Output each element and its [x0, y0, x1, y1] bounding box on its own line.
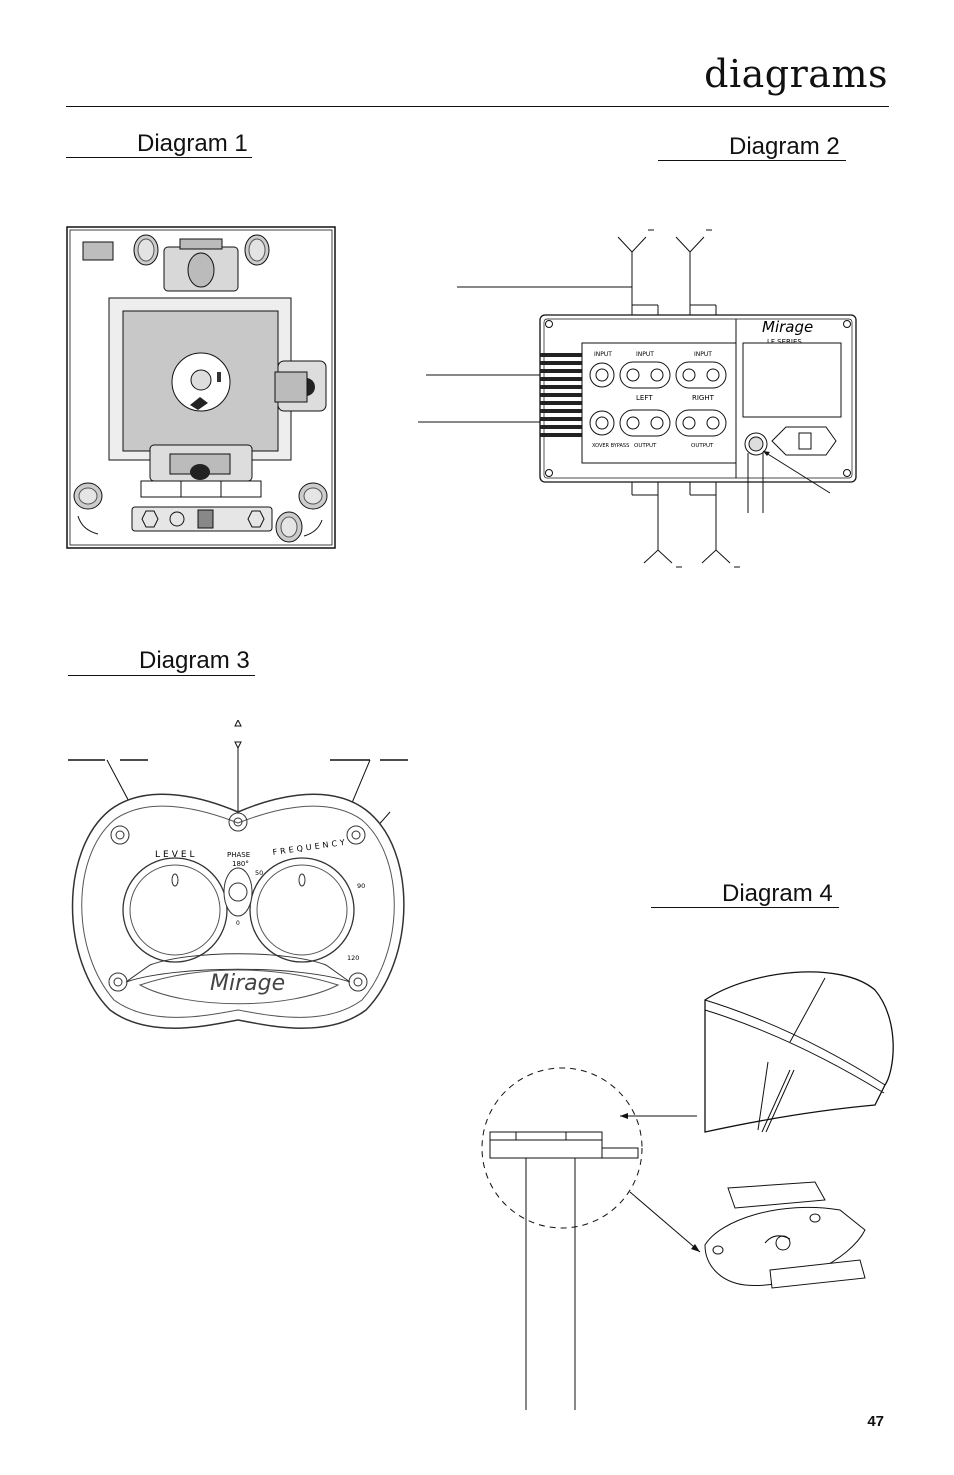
phase-180-label: 180°	[232, 860, 249, 868]
diagram-2-underline	[658, 160, 846, 161]
right-label: RIGHT	[692, 394, 715, 402]
phase-label: PHASE	[227, 851, 250, 859]
input-label: INPUT	[594, 351, 612, 358]
freq-90-label: 90	[357, 882, 365, 890]
diagram-2-label: Diagram 2	[729, 133, 840, 160]
diagram-1-room-layout	[66, 226, 336, 549]
page-number: 47	[867, 1413, 884, 1430]
brand-logo-text: Mirage	[210, 971, 285, 996]
diagram-4-underline	[651, 907, 839, 908]
output-right-label: OUTPUT	[691, 443, 714, 449]
input-right-label: INPUT	[694, 351, 712, 358]
freq-50-label: 50	[255, 869, 263, 877]
left-label: LEFT	[636, 394, 653, 402]
diagram-3-label: Diagram 3	[139, 647, 250, 674]
diagram-1-underline	[66, 157, 252, 158]
input-left-label: INPUT	[636, 351, 654, 358]
series-label: LF SERIES	[767, 338, 802, 346]
diagram-4-base-detail	[481, 971, 894, 1410]
title-rule	[66, 106, 889, 107]
page-title: diagrams	[704, 52, 888, 96]
diagram-2-amplifier-panel: INPUT INPUT INPUT LEFT RIGHT XOVER BYPAS…	[418, 229, 857, 568]
level-label: LEVEL	[155, 850, 198, 860]
diagram-4-label: Diagram 4	[722, 880, 833, 907]
xover-bypass-label: XOVER BYPASS	[592, 443, 629, 449]
freq-120-label: 120	[347, 954, 359, 962]
brand-logo-text: Mirage	[762, 318, 813, 336]
phase-0-label: 0	[236, 920, 240, 927]
diagram-3-control-plate: LEVEL PHASE 180° 0 FREQUENCY 50 90 120 M…	[68, 720, 408, 1029]
diagram-3-underline	[68, 675, 255, 676]
diagram-1-label: Diagram 1	[137, 130, 248, 157]
output-left-label: OUTPUT	[634, 443, 657, 449]
